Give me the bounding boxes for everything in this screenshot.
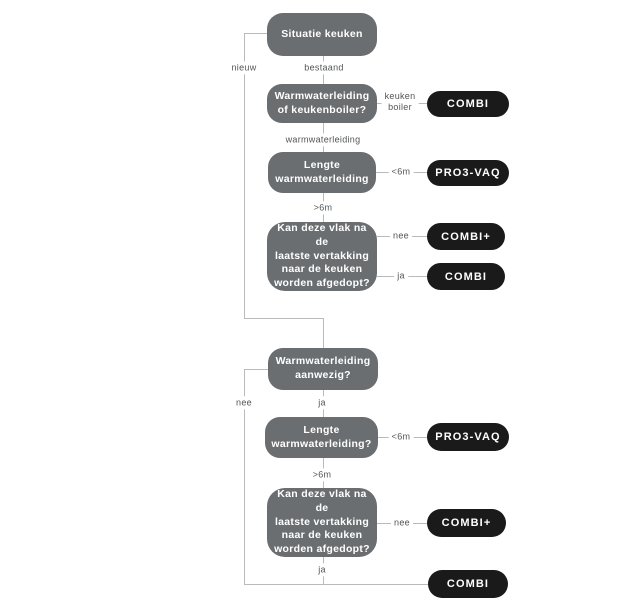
node-situatie-keuken: Situatie keuken bbox=[267, 13, 377, 56]
connector-nieuw-vertical bbox=[244, 33, 245, 318]
result-pro3vaq-2: PRO3-VAQ bbox=[427, 423, 509, 451]
edge-label-kleiner-6m-1: <6m bbox=[388, 165, 414, 179]
node-warmwaterleiding-of-keukenboiler: Warmwaterleiding of keukenboiler? bbox=[267, 84, 377, 123]
edge-label-nee-3: nee bbox=[391, 516, 413, 530]
edge-label-ja-3: ja bbox=[315, 563, 329, 577]
node-warmwaterleiding-aanwezig: Warmwaterleiding aanwezig? bbox=[268, 348, 378, 390]
connector-into-aanwezig bbox=[323, 318, 324, 348]
connector-nieuw-top bbox=[244, 33, 267, 34]
edge-label-bestaand: bestaand bbox=[301, 61, 347, 75]
edge-label-ja-2: ja bbox=[315, 396, 329, 410]
node-lengte-warmwaterleiding-1: Lengte warmwaterleiding bbox=[268, 152, 376, 193]
node-lengte-warmwaterleiding-2: Lengte warmwaterleiding? bbox=[265, 417, 378, 458]
connector-nieuw-elbow bbox=[244, 318, 323, 319]
edge-label-warmwaterleiding: warmwaterleiding bbox=[282, 133, 364, 147]
node-afdop-vraag-1: Kan deze vlak na de laatste vertakking n… bbox=[267, 222, 377, 291]
connector-bottom-combi bbox=[244, 584, 428, 585]
result-combi-3: COMBI bbox=[428, 570, 508, 598]
edge-label-ja-1: ja bbox=[394, 269, 408, 283]
edge-label-nee-1: nee bbox=[390, 229, 412, 243]
node-afdop-vraag-2: Kan deze vlak na de laatste vertakking n… bbox=[267, 488, 377, 557]
edge-label-nee-2: nee bbox=[233, 396, 255, 410]
result-combi-plus-1: COMBI+ bbox=[427, 223, 505, 250]
connector-nee-2-vertical bbox=[244, 369, 245, 585]
edge-label-groter-6m-1: >6m bbox=[310, 201, 336, 215]
result-combi-plus-2: COMBI+ bbox=[427, 509, 506, 537]
result-combi-2: COMBI bbox=[427, 263, 505, 290]
edge-label-keuken-boiler: keuken boiler bbox=[381, 89, 419, 115]
edge-label-nieuw: nieuw bbox=[228, 61, 260, 75]
edge-label-groter-6m-2: >6m bbox=[309, 468, 335, 482]
result-pro3vaq-1: PRO3-VAQ bbox=[427, 160, 509, 186]
result-combi-1: COMBI bbox=[427, 91, 509, 117]
edge-label-kleiner-6m-2: <6m bbox=[388, 430, 414, 444]
connector-nee-2-out bbox=[244, 369, 268, 370]
